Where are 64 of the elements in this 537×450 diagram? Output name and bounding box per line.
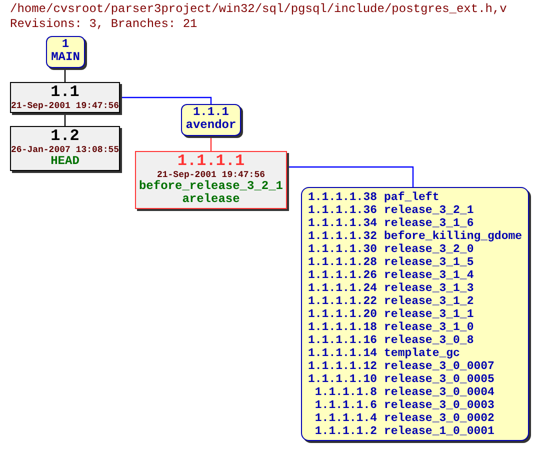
revision-number: 1.1.1.1.10 [308,373,378,386]
connector-line [287,166,414,187]
revision-number: 1.1.1.1.30 [308,243,378,256]
revision-box [135,151,287,209]
revision-number: 1.1.1.1.34 [308,217,378,230]
tag-name: release_3_1_4 [384,269,475,282]
branch-number: 1.1.1 [192,106,230,119]
tag-name: release_3_0_0002 [384,412,496,425]
branch-name: avendor [184,119,238,132]
tag-name: release_3_1_3 [384,282,475,295]
revision-box [10,126,120,171]
connector-line [64,113,66,126]
tag-list-box [301,187,529,441]
tag-name: release_3_0_0003 [384,399,496,412]
connector-line [210,136,212,151]
tag-name: release_3_0_8 [384,334,475,347]
revision-date: 26-Jan-2007 13:08:55 [11,145,119,155]
connector-line [64,68,66,82]
revision-number: 1.1.1.1.2 [314,425,378,438]
revision-date: 21-Sep-2001 19:47:56 [156,170,266,180]
revision-number: 1.1.1.1.36 [308,204,378,217]
revision-summary: Revisions: 3, Branches: 21 [10,17,198,31]
tag-name: release_3_1_1 [384,308,475,321]
revision-number: 1.1.1.1.32 [308,230,378,243]
tag-name: release_3_2_1 [384,204,475,217]
tag-name: release_3_2_0 [384,243,475,256]
revision-number: 1.1.1.1.8 [314,386,378,399]
tag-name: HEAD [50,155,80,168]
branch-box [46,36,85,68]
tag-name: release_3_1_5 [384,256,475,269]
revision-number: 1.1.1.1.38 [308,191,378,204]
connector-line [120,96,212,104]
tag-name: paf_left [384,191,440,204]
revision-box [10,82,120,113]
revision-number: 1.1.1.1.22 [308,295,378,308]
tag-name: before_release_3_2_1 [138,180,284,193]
tag-name: arelease [181,193,241,206]
revision-date: 21-Sep-2001 19:47:56 [11,101,119,111]
tag-name: before_killing_gdome [384,230,522,243]
revision-number: 1.1.1.1.24 [308,282,378,295]
revision-number: 1.1.1.1.18 [308,321,378,334]
revision-number: 1.1.1.1.28 [308,256,378,269]
tag-name: release_3_1_6 [384,217,475,230]
revision-number: 1.1.1.1.6 [314,399,378,412]
branch-box [181,104,241,136]
revision-number: 1.1.1.1.20 [308,308,378,321]
revision-number: 1.1.1.1.16 [308,334,378,347]
tag-name: template_gc [384,347,461,360]
file-path: /home/cvsroot/parser3project/win32/sql/pgsql/include/postgres_ext.h,v [10,2,507,16]
revision-number: 1.1.1.1.26 [308,269,378,282]
tag-name: release_3_0_0004 [384,386,496,399]
tag-name: release_3_1_0 [384,321,475,334]
revision-number: 1.1.1.1.14 [308,347,378,360]
branch-name: MAIN [50,51,81,64]
tag-name: release_3_0_0005 [384,373,496,386]
revision-number: 1.2 [50,128,80,145]
revision-number: 1.1 [50,84,80,101]
branch-number: 1 [60,38,70,51]
tag-name: release_3_0_0007 [384,360,496,373]
revision-number: 1.1.1.1.4 [314,412,378,425]
tag-name: release_1_0_0001 [384,425,496,438]
revision-number: 1.1.1.1 [176,153,246,170]
revision-number: 1.1.1.1.12 [308,360,378,373]
tag-name: release_3_1_2 [384,295,475,308]
